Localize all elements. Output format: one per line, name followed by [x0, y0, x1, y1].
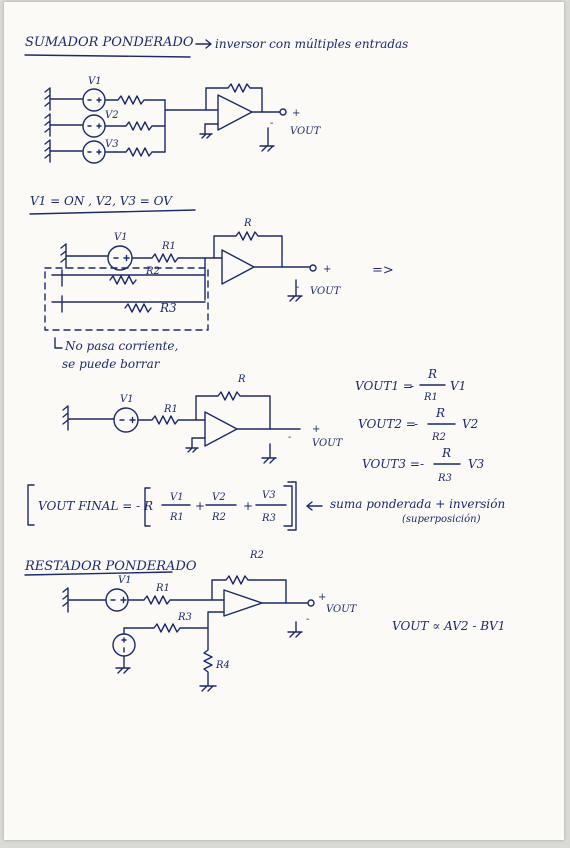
note-line2: se puede borrar [62, 357, 161, 371]
svg-text:+: + [318, 592, 326, 603]
svg-text:V3: V3 [105, 139, 119, 150]
subtractor-circuit: V1 R1 R2 R3 R4 + - VOUT [62, 550, 358, 692]
svg-text:R: R [441, 446, 451, 460]
svg-text:R3: R3 [437, 473, 452, 484]
note-arrow-icon [54, 337, 63, 349]
svg-text:VOUT1 =: VOUT1 = [355, 379, 413, 393]
svg-text:-: - [420, 457, 424, 471]
removed-branches-box [44, 267, 209, 331]
svg-text:V1: V1 [88, 76, 102, 87]
svg-text:R: R [243, 218, 252, 229]
eq-vout1: VOUT1 = - R R1 V1 [355, 367, 466, 403]
svg-text:R1: R1 [163, 404, 178, 415]
svg-text:V3: V3 [468, 457, 485, 471]
implies-arrow: => [372, 263, 394, 278]
svg-text:R: R [427, 367, 437, 381]
note-line1: No pasa corriente, [64, 339, 178, 353]
arrow-icon [195, 39, 212, 49]
svg-text:R2: R2 [211, 512, 226, 523]
svg-text:-: - [296, 282, 300, 293]
opamp4-icon [223, 589, 263, 617]
opamp2-icon [221, 249, 255, 285]
svg-text:+: + [323, 264, 331, 275]
single-input-circuit: V1 R1 R R2 R3 + - VOUT [44, 218, 342, 331]
section1-note: inversor con múltiples entradas [215, 37, 408, 51]
svg-text:+: + [292, 108, 300, 119]
svg-text:-: - [270, 118, 274, 129]
svg-text:-: - [306, 614, 310, 625]
svg-text:V1: V1 [450, 379, 466, 393]
svg-text:VOUT3 =: VOUT3 = [362, 457, 420, 471]
opamp3-icon [204, 411, 238, 447]
svg-text:V2: V2 [462, 417, 478, 431]
svg-text:V1: V1 [118, 575, 132, 586]
svg-text:-: - [414, 417, 418, 431]
summing-circuit: V1 V2 V3 + - VOUT [44, 76, 322, 164]
svg-text:VOUT: VOUT [290, 126, 322, 137]
svg-text:VOUT: VOUT [310, 286, 342, 297]
svg-text:V1: V1 [120, 394, 134, 405]
svg-text:R1: R1 [423, 392, 438, 403]
svg-text:R: R [237, 374, 246, 385]
svg-text:+: + [312, 424, 320, 435]
svg-text:V3: V3 [262, 490, 276, 501]
section4-title: RESTADOR PONDERADO [24, 559, 197, 574]
svg-text:suma ponderada + inversión: suma ponderada + inversión [330, 497, 505, 511]
left-arrow-icon [306, 501, 323, 511]
svg-text:R3: R3 [159, 301, 177, 315]
svg-text:R2: R2 [249, 550, 264, 561]
condition-underline [29, 209, 196, 215]
svg-text:VOUT: VOUT [326, 604, 358, 615]
svg-text:R2: R2 [145, 266, 160, 277]
svg-text:+: + [243, 499, 253, 513]
svg-text:R3: R3 [261, 513, 276, 524]
final-formula: VOUT FINAL = - R V1 R1 + V2 R2 + V3 R3 s… [27, 481, 505, 531]
svg-text:(superposición): (superposición) [402, 514, 481, 525]
svg-text:+: + [195, 499, 205, 513]
svg-text:R1: R1 [155, 583, 170, 594]
svg-text:VOUT2 =: VOUT2 = [358, 417, 416, 431]
opamp1-icon [217, 94, 253, 131]
eq-vout2: VOUT2 = - R R2 V2 [358, 406, 478, 443]
svg-text:R4: R4 [215, 660, 230, 671]
eq-vout3: VOUT3 = - R R3 V3 [362, 446, 485, 484]
svg-text:R2: R2 [431, 432, 446, 443]
section2-condition: V1 = ON , V2, V3 = OV [30, 194, 173, 208]
simplified-circuit: V1 R1 R + - VOUT [62, 374, 344, 464]
svg-text:VOUT: VOUT [312, 438, 344, 449]
svg-text:R1: R1 [161, 241, 176, 252]
svg-text:R3: R3 [177, 612, 192, 623]
svg-text:V1: V1 [114, 232, 128, 243]
title-underline [24, 54, 191, 58]
svg-text:R: R [435, 406, 445, 420]
svg-text:-: - [410, 379, 414, 393]
subtractor-relation: VOUT ∝ AV2 - BV1 [392, 619, 505, 633]
svg-text:V2: V2 [105, 110, 119, 121]
svg-text:VOUT FINAL = - R: VOUT FINAL = - R [38, 499, 153, 513]
svg-text:V1: V1 [170, 492, 184, 503]
svg-text:R1: R1 [169, 512, 184, 523]
svg-text:-: - [288, 432, 292, 443]
svg-text:V2: V2 [212, 492, 226, 503]
section1-title: SUMADOR PONDERADO [25, 35, 194, 50]
section4-underline [24, 571, 173, 576]
